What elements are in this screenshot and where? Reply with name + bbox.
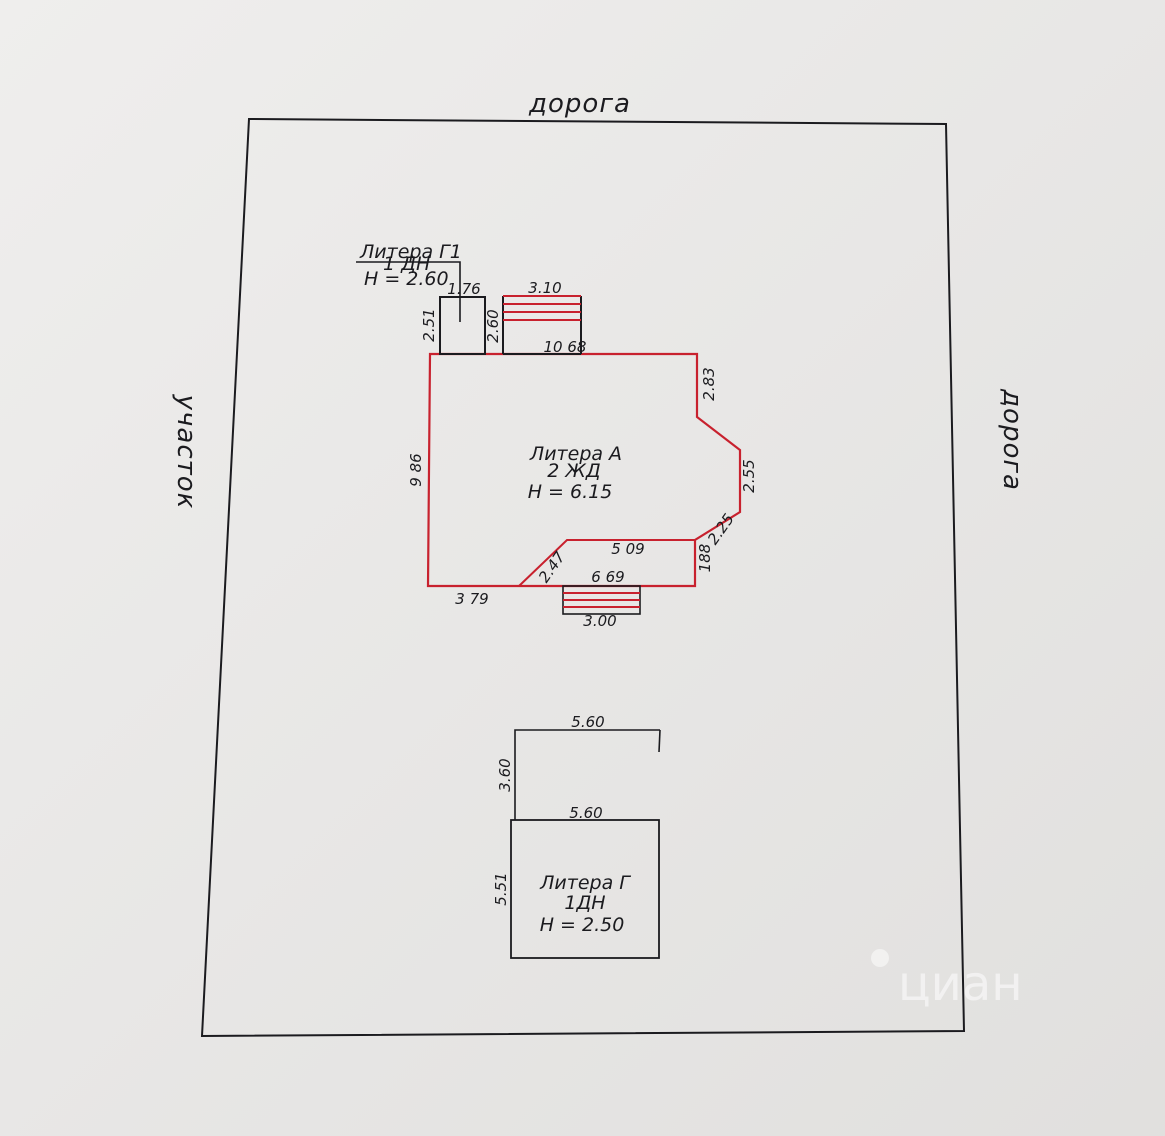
porch-bottom-stairs	[562, 585, 641, 615]
annex-g1-subtitle: 1 ДН	[383, 253, 430, 275]
dim-garage-top-width: 5.60	[571, 713, 604, 731]
watermark-logo-icon	[871, 949, 889, 967]
garage-height: H = 2.50	[540, 914, 625, 936]
road-top-label: дорога	[528, 89, 631, 119]
main-house-title: Литера А	[529, 443, 622, 465]
dim-main-right-top: 2.83	[700, 367, 718, 400]
dim-garage-upper-depth: 3.60	[496, 758, 514, 791]
main-house-inner-notch	[518, 539, 695, 587]
plot-boundary	[200, 117, 966, 1038]
dim-main-top: 10 68	[544, 338, 587, 356]
dim-porch-top-depth: 2.60	[484, 309, 502, 342]
road-right-label: дорога	[997, 388, 1027, 491]
annex-g1-leader-line	[356, 261, 461, 322]
dim-garage-lower-depth: 5.51	[492, 872, 510, 905]
dim-main-right-short: 188	[696, 544, 714, 573]
dim-main-left: 9 86	[407, 453, 425, 486]
garage-subtitle: 1ДН	[564, 892, 605, 914]
dim-main-inner-top: 5 09	[611, 540, 644, 558]
garage-outline	[510, 729, 661, 959]
plot-left-label: участок	[171, 394, 201, 510]
dim-main-bottom-left: 3 79	[455, 590, 488, 608]
watermark-text: циан	[898, 956, 1023, 1012]
dim-main-right-mid: 2.55	[740, 459, 758, 492]
main-house-outline	[426, 352, 742, 588]
dim-porch-top-width: 3.10	[528, 279, 561, 297]
dim-annex-g1-width: 1.76	[447, 280, 480, 298]
porch-top-stairs	[502, 295, 582, 354]
main-house-height: H = 6.15	[528, 481, 613, 503]
annex-g1-outline	[439, 296, 486, 355]
dim-porch-bottom-width: 3.00	[583, 612, 616, 630]
main-house-subtitle: 2 ЖД	[547, 460, 600, 482]
annex-g1-title: Литера Г1	[359, 241, 462, 263]
garage-title: Литера Г	[539, 872, 631, 894]
annex-g1-height: H = 2.60	[364, 268, 449, 290]
dim-garage-mid-width: 5.60	[569, 804, 602, 822]
cian-watermark: циан	[871, 949, 1023, 1012]
dim-main-inner-bottom: 6 69	[591, 568, 624, 586]
dim-annex-g1-height: 2.51	[420, 308, 438, 341]
